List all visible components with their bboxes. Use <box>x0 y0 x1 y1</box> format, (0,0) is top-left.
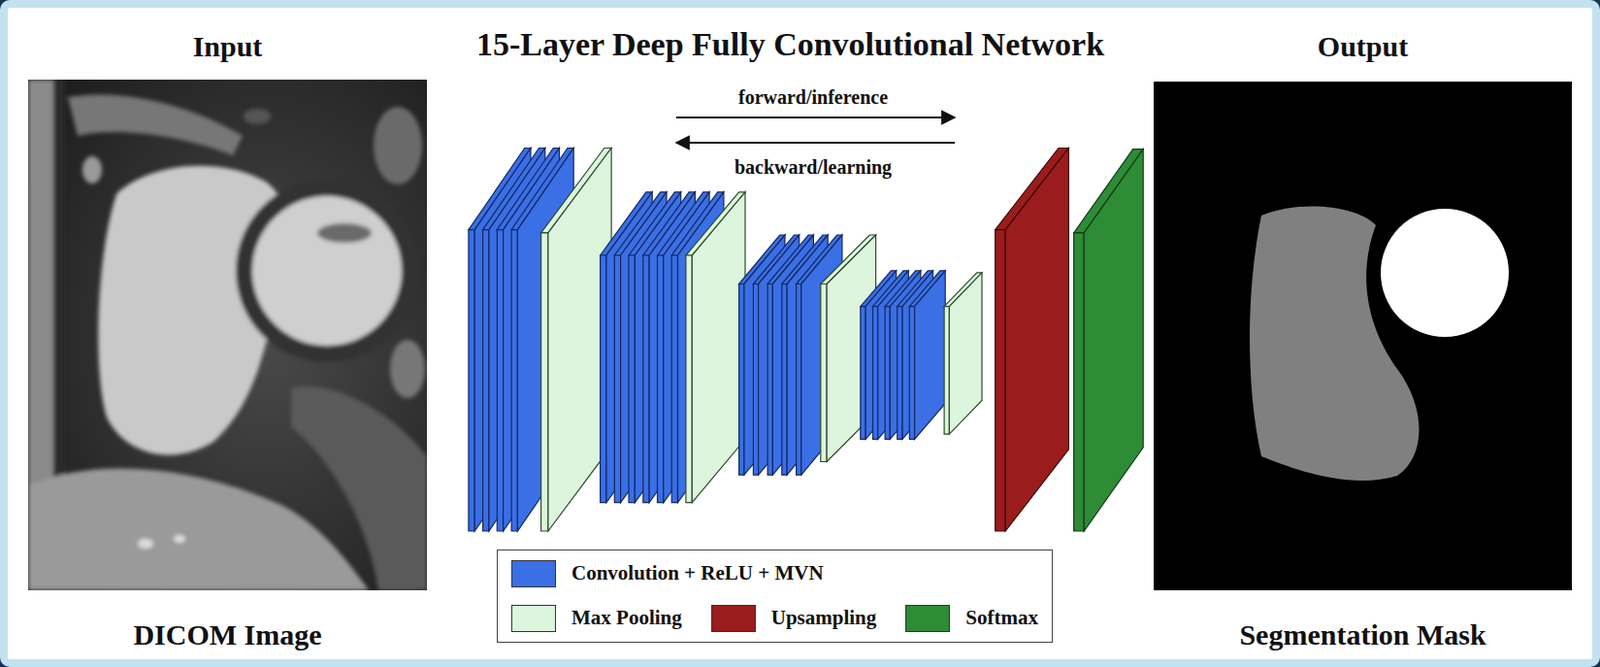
slab-edge <box>1074 232 1085 531</box>
legend-text: Convolution + ReLU + MVN <box>571 560 824 586</box>
diagram-title: 15-Layer Deep Fully Convolutional Networ… <box>426 25 1154 66</box>
panel-caption: DICOM Image <box>132 617 322 653</box>
legend-swatch <box>905 604 950 632</box>
direction-label: backward/learning <box>657 155 969 179</box>
legend-box: Convolution + ReLU + MVN Max Pooling Upsam… <box>496 549 1053 643</box>
slab-edge <box>767 284 773 476</box>
layer-slab <box>541 148 613 532</box>
slab-edge <box>685 255 692 503</box>
slab-edge <box>796 284 802 476</box>
legend-swatch <box>511 604 556 632</box>
panel-heading: Input <box>193 29 263 65</box>
slab-edge <box>483 229 490 531</box>
slab-edge <box>671 255 678 503</box>
image-panel: OutputSegmentation Mask <box>1153 29 1572 653</box>
slab-face <box>548 148 612 532</box>
slab-edge <box>995 229 1007 531</box>
legend-text: Softmax <box>965 605 1039 630</box>
slab-edge <box>944 306 949 435</box>
slab-edge <box>496 229 503 531</box>
slab-edge <box>657 255 664 503</box>
image-panel: InputDICOM Image <box>28 29 427 653</box>
layer-slab <box>1074 149 1144 531</box>
slab-edge <box>820 284 827 462</box>
mri-image <box>28 79 427 590</box>
slab-edge <box>614 255 621 503</box>
legend-text: Upsampling <box>771 605 878 630</box>
direction-label: forward/inference <box>657 85 969 109</box>
slab-edge <box>752 284 758 476</box>
panel-heading: Output <box>1317 29 1408 65</box>
direction-arrows <box>676 117 955 143</box>
legend-entry: Upsampling <box>711 604 878 632</box>
slab-edge <box>897 306 903 440</box>
legend-row: Convolution + ReLU + MVN <box>511 559 1039 588</box>
layer-slab <box>944 272 982 434</box>
legend-entry: Max Pooling <box>511 604 683 632</box>
slab-edge <box>541 232 549 531</box>
layer-slab <box>909 270 946 440</box>
slab-edge <box>873 306 879 440</box>
slab-edge <box>468 229 475 531</box>
legend-row: Max Pooling Upsampling Softmax <box>511 604 1039 632</box>
legend-entry: Softmax <box>905 604 1039 632</box>
slab-edge <box>739 284 745 476</box>
slab-edge <box>600 255 607 503</box>
slab-edge <box>884 306 890 440</box>
slab-edge <box>782 284 787 476</box>
slab-edge <box>860 306 866 440</box>
slab-face <box>1083 149 1143 531</box>
slab-face <box>691 192 746 503</box>
slab-face <box>1005 148 1069 532</box>
slab-edge <box>628 255 635 503</box>
slab-edge <box>643 255 650 503</box>
layer-slab <box>685 192 746 503</box>
legend-entry: Convolution + ReLU + MVN <box>511 559 824 588</box>
legend-swatch <box>511 559 556 588</box>
slab-edge <box>511 229 518 531</box>
slab-face <box>914 270 947 440</box>
slab-face <box>948 272 982 434</box>
legend-swatch <box>711 604 756 632</box>
slab-edge <box>909 306 915 440</box>
network-layers <box>468 148 1143 532</box>
segmentation-mask <box>1153 81 1572 590</box>
legend-text: Max Pooling <box>571 605 683 630</box>
layer-slab <box>995 148 1070 532</box>
panel-caption: Segmentation Mask <box>1239 617 1486 653</box>
